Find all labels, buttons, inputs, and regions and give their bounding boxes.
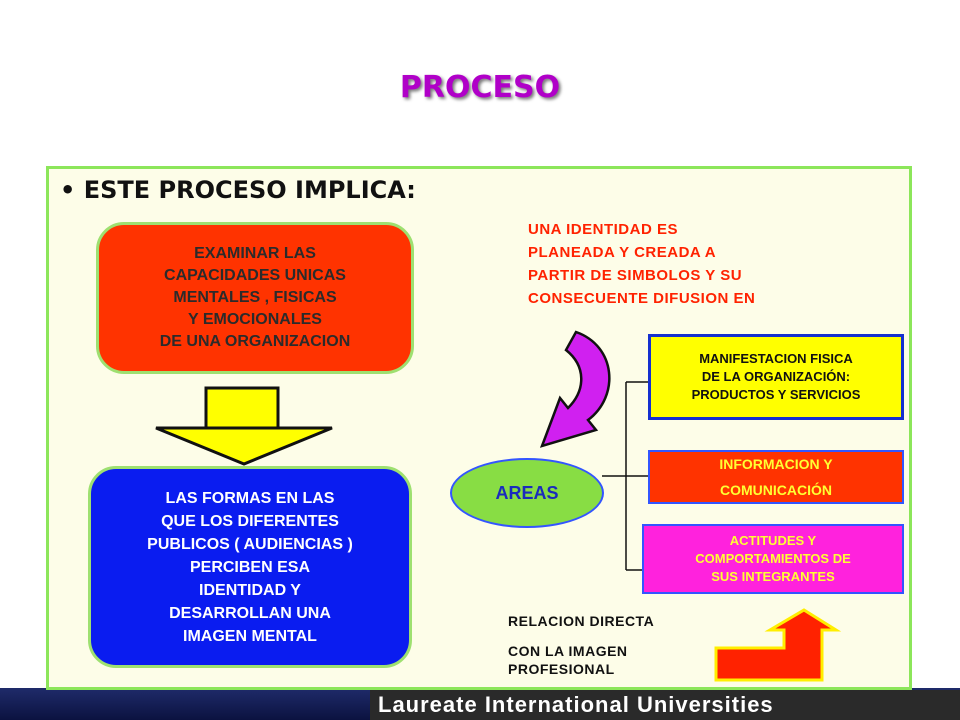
- page-title: PROCESO: [399, 70, 561, 105]
- relacion-text: RELACION DIRECTA CON LA IMAGEN PROFESION…: [508, 612, 654, 678]
- identidad-line: PLANEADA Y CREADA A: [528, 244, 717, 261]
- informacion-line: COMUNICACIÓN: [720, 482, 832, 498]
- areas-label: AREAS: [495, 482, 559, 503]
- formas-line: IDENTIDAD Y: [199, 581, 301, 599]
- manifestacion-line: PRODUCTOS Y SERVICIOS: [691, 387, 861, 402]
- actitudes-line: SUS INTEGRANTES: [711, 569, 835, 584]
- bullet-text: ESTE PROCESO IMPLICA:: [83, 176, 416, 204]
- relacion-line: RELACION DIRECTA: [508, 613, 655, 629]
- identidad-line: CONSECUENTE DIFUSION EN: [528, 290, 756, 307]
- examinar-box: EXAMINAR LAS CAPACIDADES UNICAS MENTALES…: [96, 222, 414, 374]
- manifestacion-line: DE LA ORGANIZACIÓN:: [701, 369, 851, 384]
- formas-box: LAS FORMAS EN LAS QUE LOS DIFERENTES PUB…: [88, 466, 412, 668]
- examinar-line: MENTALES , FISICAS: [173, 289, 337, 306]
- actitudes-box: ACTITUDES Y COMPORTAMIENTOS DE SUS INTEG…: [642, 524, 904, 594]
- down-arrow: [155, 386, 333, 466]
- formas-line: PERCIBEN ESA: [189, 558, 310, 576]
- formas-line: LAS FORMAS EN LAS: [165, 489, 335, 507]
- examinar-line: EXAMINAR LAS: [194, 245, 316, 262]
- actitudes-line: COMPORTAMIENTOS DE: [695, 551, 851, 566]
- relacion-line: CON LA IMAGEN: [508, 643, 628, 659]
- relacion-line: PROFESIONAL: [508, 661, 615, 677]
- actitudes-line: ACTITUDES Y: [729, 533, 817, 548]
- manifestacion-line: MANIFESTACION FISICA: [699, 351, 853, 366]
- footer-logo-text: Laureate International Universities: [370, 690, 960, 720]
- examinar-line: DE UNA ORGANIZACION: [159, 333, 351, 350]
- informacion-line: INFORMACION Y: [719, 456, 833, 472]
- identidad-text: UNA IDENTIDAD ES PLANEADA Y CREADA A PAR…: [528, 218, 868, 310]
- curved-arrow: [539, 330, 611, 448]
- examinar-line: CAPACIDADES UNICAS: [164, 267, 346, 284]
- up-arrow: [714, 608, 842, 682]
- areas-ellipse: AREAS: [450, 458, 604, 528]
- formas-line: PUBLICOS ( AUDIENCIAS ): [147, 535, 353, 553]
- manifestacion-box: MANIFESTACION FISICA DE LA ORGANIZACIÓN:…: [648, 334, 904, 420]
- identidad-line: PARTIR DE SIMBOLOS Y SU: [528, 267, 743, 284]
- examinar-line: Y EMOCIONALES: [188, 311, 322, 328]
- identidad-line: UNA IDENTIDAD ES: [528, 221, 678, 238]
- informacion-box: INFORMACION Y COMUNICACIÓN: [648, 450, 904, 504]
- formas-line: IMAGEN MENTAL: [183, 627, 317, 645]
- formas-line: DESARROLLAN UNA: [169, 604, 331, 622]
- formas-line: QUE LOS DIFERENTES: [161, 512, 339, 530]
- bullet-heading: • ESTE PROCESO IMPLICA:: [60, 176, 416, 204]
